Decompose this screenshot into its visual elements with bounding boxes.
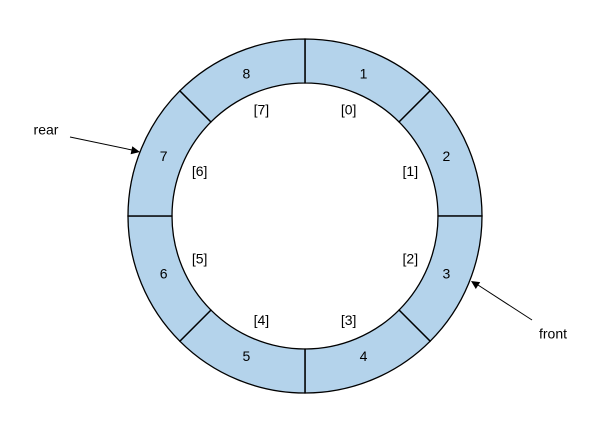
- front-label: front: [539, 326, 567, 342]
- slot-value: 5: [243, 348, 251, 364]
- rear-label: rear: [34, 122, 59, 138]
- rear-pointer: rear: [34, 122, 140, 155]
- slot-value: 1: [360, 65, 368, 81]
- slot-index: [1]: [403, 163, 419, 179]
- rear-arrow-line: [69, 136, 133, 151]
- slot-divider: [398, 90, 431, 123]
- slot-index: [4]: [254, 312, 270, 328]
- slot-value: 2: [442, 148, 450, 164]
- slot-divider: [179, 90, 212, 123]
- slot-index: [2]: [403, 250, 419, 266]
- slot-value: 8: [243, 65, 251, 81]
- slot-index: [0]: [341, 101, 357, 117]
- rear-arrowhead: [130, 146, 140, 155]
- ring-dividers: [128, 39, 482, 393]
- ring-labels: 1 [0] 2 [1] 3 [2] 4 [3] 5 [4] 6 [5] 7 [6] 8 [7]: [160, 65, 451, 364]
- slot-value: 6: [160, 265, 168, 281]
- slot-value: 4: [360, 348, 368, 364]
- slot-index: [7]: [254, 101, 270, 117]
- front-arrowhead: [471, 281, 481, 289]
- slot-index: [5]: [192, 250, 208, 266]
- slot-value: 7: [160, 148, 168, 164]
- queue-ring: [127, 38, 483, 394]
- front-pointer: front: [471, 281, 567, 342]
- slot-index: [3]: [341, 312, 357, 328]
- front-arrow-line: [477, 284, 533, 321]
- slot-divider: [179, 309, 212, 342]
- slot-index: [6]: [192, 163, 208, 179]
- slot-value: 3: [442, 265, 450, 281]
- slot-divider: [398, 309, 431, 342]
